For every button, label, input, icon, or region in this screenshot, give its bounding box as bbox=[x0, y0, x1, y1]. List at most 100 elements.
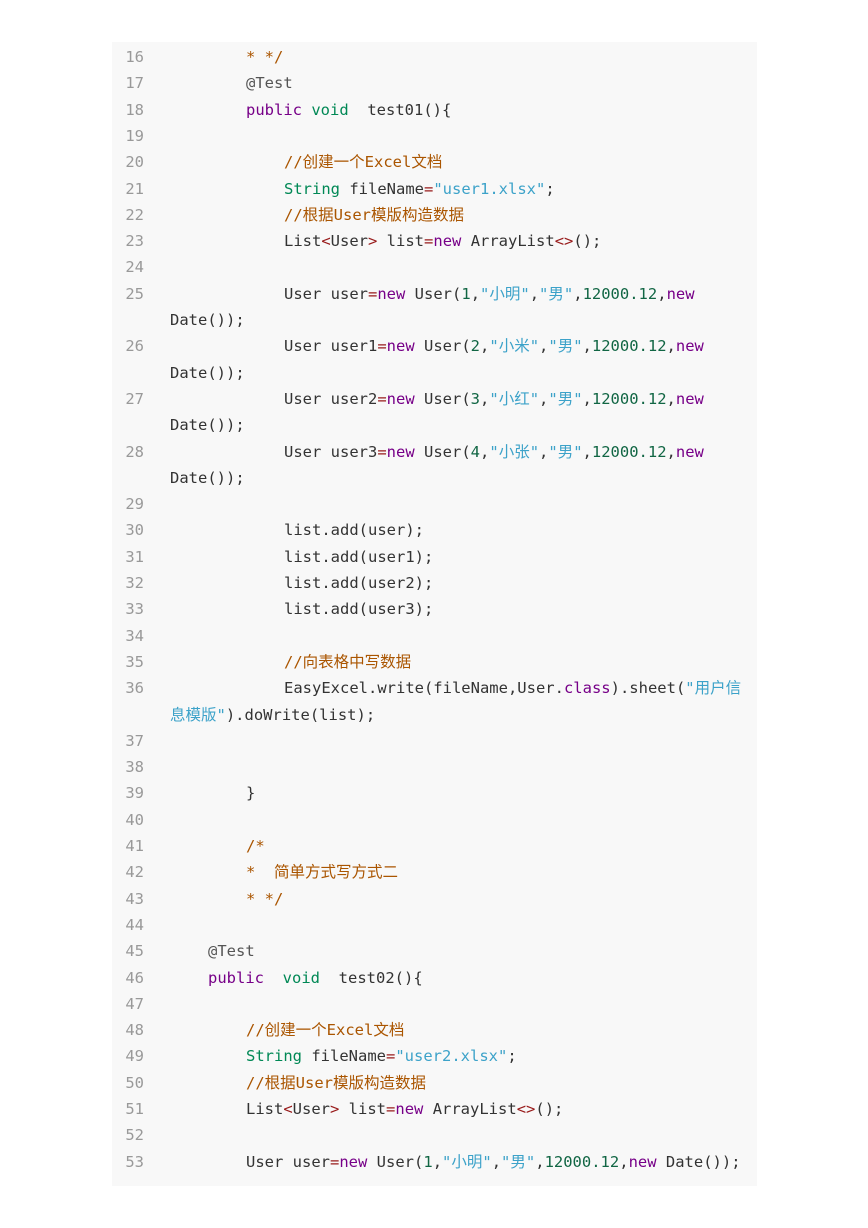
line-number: 20 bbox=[125, 153, 144, 172]
code-token: , bbox=[480, 389, 490, 408]
line-number: 21 bbox=[125, 179, 144, 198]
code-token: "user2.xlsx" bbox=[395, 1047, 508, 1066]
code-text: Date()); bbox=[170, 307, 245, 333]
code-token: "男" bbox=[501, 1152, 536, 1171]
code-token: new bbox=[675, 442, 704, 461]
code-line: 20 //创建一个Excel文档 bbox=[112, 149, 757, 175]
code-token: list.add(user); bbox=[284, 521, 424, 540]
code-token: 12000.12 bbox=[582, 284, 658, 303]
code-line: 34 bbox=[112, 623, 757, 649]
code-token: class bbox=[563, 679, 611, 698]
code-token: //创建一个Excel文档 bbox=[246, 1021, 405, 1040]
code-text: String fileName="user2.xlsx"; bbox=[246, 1043, 517, 1069]
code-line: 39} bbox=[112, 780, 757, 806]
code-token: 4 bbox=[470, 442, 481, 461]
code-line: 17@Test bbox=[112, 70, 757, 96]
code-line: 52 bbox=[112, 1122, 757, 1148]
code-token bbox=[264, 969, 283, 987]
line-number: 29 bbox=[125, 495, 144, 514]
code-text: String fileName="user1.xlsx"; bbox=[284, 176, 555, 202]
code-token: User user bbox=[246, 1152, 330, 1171]
line-number: 35 bbox=[125, 652, 144, 671]
code-token: User( bbox=[367, 1152, 424, 1171]
code-token: User( bbox=[405, 284, 462, 303]
code-token: > bbox=[368, 232, 378, 251]
code-token: = bbox=[377, 337, 387, 356]
code-text: Date()); bbox=[170, 412, 245, 438]
line-number: 46 bbox=[125, 968, 144, 987]
code-text: List<User> list=new ArrayList<>(); bbox=[284, 228, 601, 254]
line-number: 40 bbox=[125, 810, 144, 829]
code-line: 44 bbox=[112, 912, 757, 938]
code-token: Date()); bbox=[170, 363, 245, 382]
code-token: public bbox=[208, 968, 264, 987]
code-token: ArrayList bbox=[423, 1100, 517, 1118]
line-number: 19 bbox=[125, 126, 144, 145]
code-token: void bbox=[311, 100, 349, 119]
line-number: 44 bbox=[125, 915, 144, 934]
code-token: @Test bbox=[208, 942, 255, 961]
code-line: 50//根据User模版构造数据 bbox=[112, 1070, 757, 1096]
code-token: Date()); bbox=[170, 311, 245, 329]
code-token: new bbox=[386, 389, 415, 408]
line-number: 37 bbox=[125, 731, 144, 750]
code-token: 12000.12 bbox=[544, 1152, 620, 1171]
code-token: User user2 bbox=[284, 389, 378, 408]
code-token: ; bbox=[545, 179, 555, 198]
line-number: 18 bbox=[125, 100, 144, 119]
code-token: "用户信 bbox=[685, 679, 742, 698]
code-token: (); bbox=[573, 232, 602, 251]
code-token: } bbox=[246, 784, 256, 803]
code-token: new bbox=[433, 232, 462, 251]
code-token: //创建一个Excel文档 bbox=[284, 153, 443, 172]
code-token: = bbox=[368, 284, 378, 303]
code-token: , bbox=[582, 442, 592, 461]
code-token: 12000.12 bbox=[591, 389, 667, 408]
code-token: Date()); bbox=[656, 1152, 741, 1171]
code-line: 43 * */ bbox=[112, 886, 757, 912]
code-token: = bbox=[424, 232, 434, 251]
code-token: User user bbox=[284, 284, 368, 303]
code-token: List bbox=[246, 1100, 284, 1118]
code-text: * 简单方式写方式二 bbox=[246, 859, 398, 885]
code-token: , bbox=[491, 1152, 502, 1171]
code-token: User bbox=[330, 232, 368, 251]
code-line: 29 bbox=[112, 491, 757, 517]
code-token: EasyExcel.write(fileName,User. bbox=[284, 679, 564, 698]
code-line: 35//向表格中写数据 bbox=[112, 649, 757, 675]
code-token: new bbox=[386, 337, 415, 356]
code-line: 37 bbox=[112, 728, 757, 754]
code-token: 12000.12 bbox=[591, 442, 667, 461]
code-token: , bbox=[582, 389, 592, 408]
code-token: , bbox=[539, 337, 549, 356]
code-text: list.add(user); bbox=[284, 517, 424, 543]
code-token: @Test bbox=[246, 74, 293, 93]
code-token: 息模版" bbox=[170, 705, 226, 724]
code-token: 1 bbox=[423, 1152, 433, 1171]
code-line: 42 * 简单方式写方式二 bbox=[112, 859, 757, 885]
code-text: * */ bbox=[246, 886, 283, 912]
line-number: 24 bbox=[125, 258, 144, 277]
code-token: fileName bbox=[302, 1047, 386, 1066]
code-token: //根据User模版构造数据 bbox=[246, 1073, 426, 1092]
code-token: public bbox=[246, 100, 302, 119]
code-text: User user=new User(1,"小明","男",12000.12,n… bbox=[284, 281, 695, 307]
code-token: new bbox=[628, 1152, 657, 1171]
code-text: User user1=new User(2,"小米","男",12000.12,… bbox=[284, 333, 704, 359]
code-line: 45@Test bbox=[112, 938, 757, 964]
line-number: 42 bbox=[125, 863, 144, 882]
code-token: * */ bbox=[246, 889, 284, 908]
code-token: , bbox=[539, 442, 549, 461]
code-text: User user3=new User(4,"小张","男",12000.12,… bbox=[284, 439, 704, 465]
line-number: 49 bbox=[125, 1047, 144, 1066]
code-token: test02(){ bbox=[320, 968, 423, 987]
code-text: //根据User模版构造数据 bbox=[284, 202, 464, 228]
line-number: 43 bbox=[125, 889, 144, 908]
line-number: 34 bbox=[125, 626, 144, 645]
code-token: < bbox=[321, 232, 331, 251]
